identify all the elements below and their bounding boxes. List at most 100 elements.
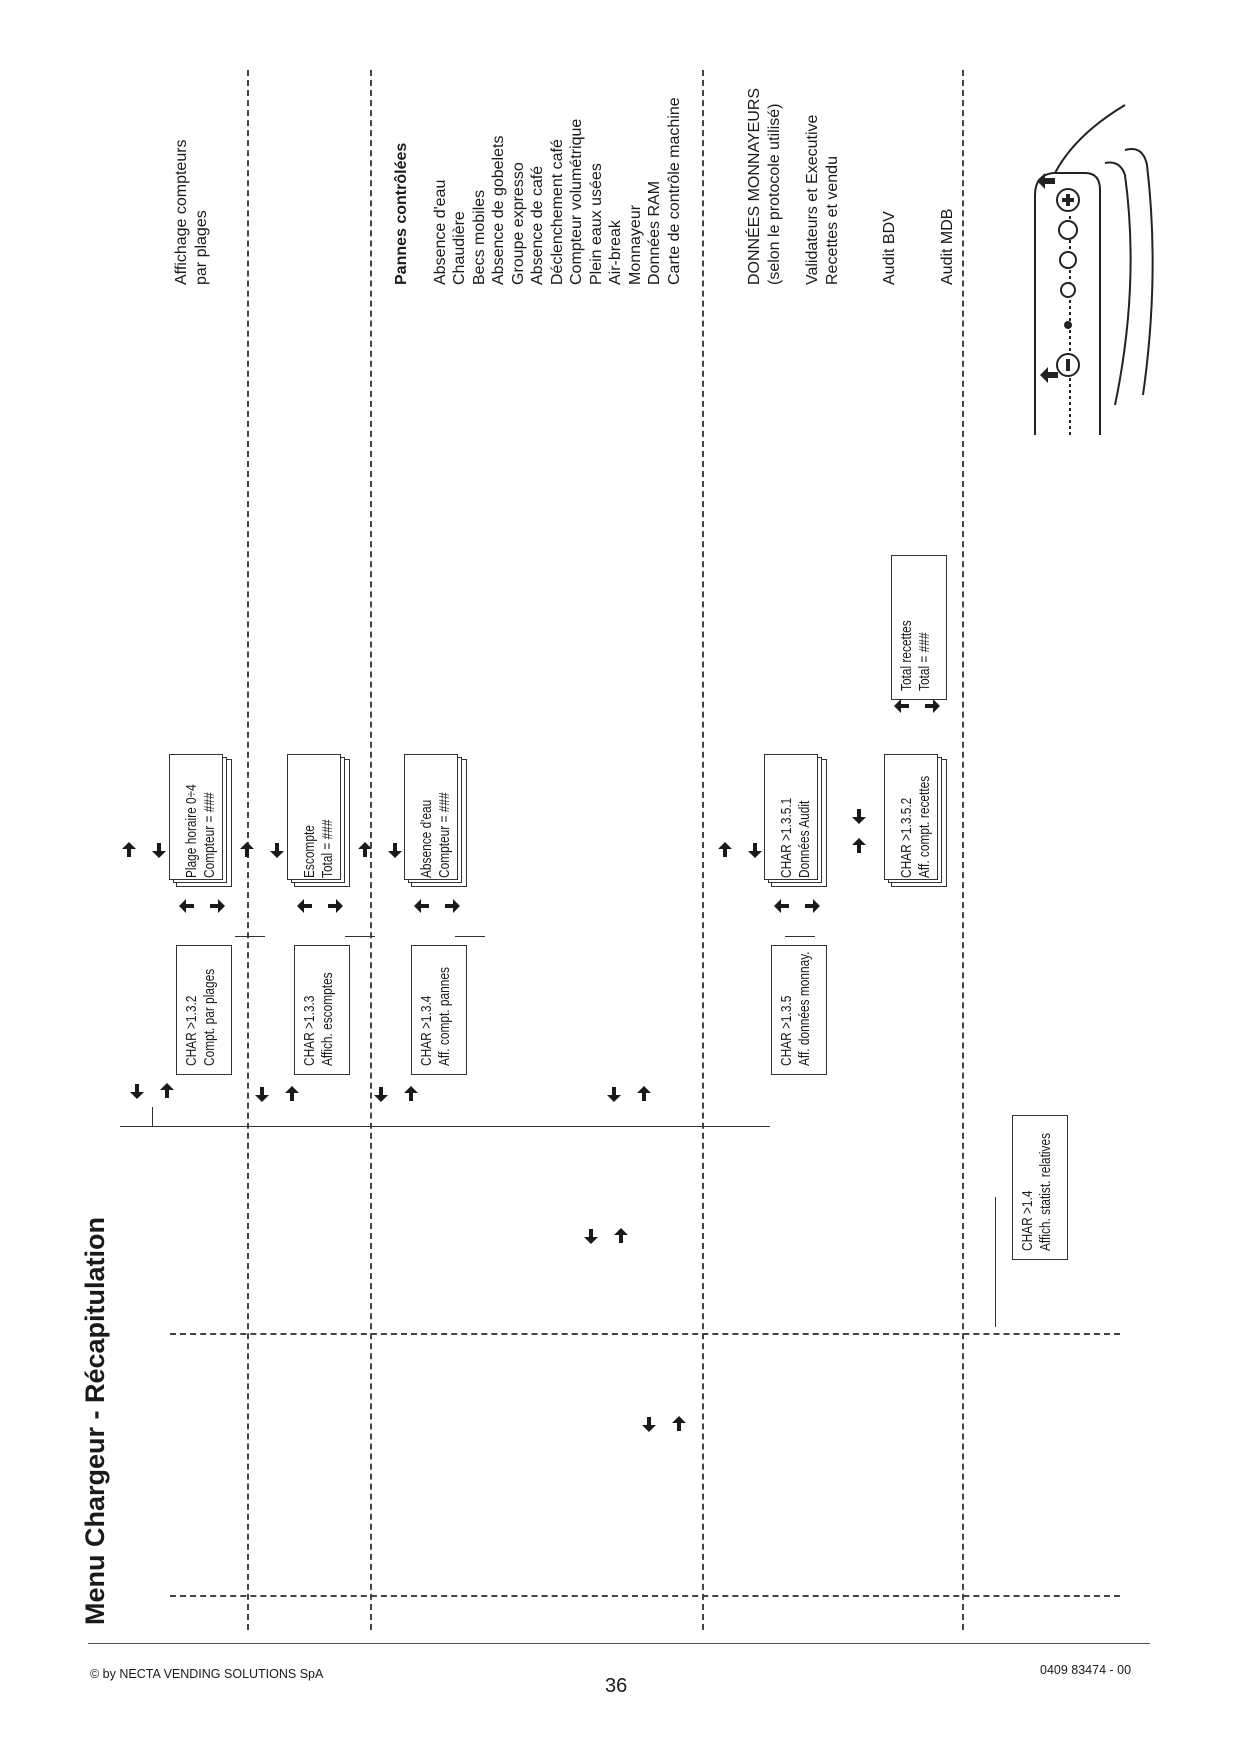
notes-section-plages: Affichage compteurs par plages — [172, 139, 211, 285]
note-line: Absence de café — [529, 165, 546, 285]
note-line: Carte de contrôle machine — [665, 97, 683, 285]
note-line: Affichage compteurs — [173, 139, 190, 285]
note-line: (selon le protocole utilisé) — [765, 103, 783, 285]
menu-box-line: Données Audit — [797, 800, 813, 878]
page-number: 36 — [605, 1675, 628, 1697]
left-arrow-icon — [640, 1415, 658, 1433]
menu-box-line: Compt. par plages — [202, 968, 218, 1066]
note-line: Absence de gobelets — [490, 135, 507, 285]
menu-box-char-1-3-4[interactable]: CHAR >1.3.4 Aff. compt. pannes — [411, 945, 467, 1075]
right-arrow-icon — [402, 1085, 420, 1103]
menu-connector — [152, 1107, 153, 1127]
footer-rule — [88, 1643, 1150, 1644]
down-arrow-icon — [923, 697, 941, 715]
enter-arrow-icon — [178, 897, 196, 915]
footer-copyright: © by NECTA VENDING SOLUTIONS SpA — [90, 1667, 324, 1681]
right-arrow-icon — [850, 837, 868, 855]
menu-box-line: Aff. compt. pannes — [437, 967, 453, 1066]
menu-box-line: CHAR >1.4 — [1020, 1190, 1036, 1251]
note-line: Audit BDV — [881, 211, 898, 285]
menu-box-absence-eau[interactable]: Absence d'eau Compteur = ### — [411, 759, 467, 887]
menu-box-line: Escompte — [302, 825, 318, 878]
menu-box-line: Total = ### — [320, 819, 336, 878]
menu-box-line: CHAR >1.3.4 — [419, 995, 435, 1066]
down-arrow-icon — [326, 897, 344, 915]
note-line: Groupe expresso — [509, 162, 527, 285]
enter-arrow-icon — [413, 897, 431, 915]
note-line: Validateurs et Executive — [804, 114, 821, 285]
child-connector — [785, 936, 815, 937]
menu-box-char-1-3-2[interactable]: CHAR >1.3.2 Compt. par plages — [176, 945, 232, 1075]
menu-box-line: Affich. statist. relatives — [1038, 1132, 1054, 1251]
right-arrow-icon — [716, 841, 734, 859]
right-arrow-icon — [158, 1082, 176, 1100]
menu-box-char-1-4[interactable]: CHAR >1.4 Affich. statist. relatives — [1012, 1115, 1068, 1260]
enter-arrow-icon — [296, 897, 314, 915]
menu-box-line: Total = ### — [917, 632, 933, 691]
menu-box-line: CHAR >1.3.2 — [184, 995, 200, 1066]
menu-box-char-1-3-5[interactable]: CHAR >1.3.5 Aff. données monnay. — [771, 945, 827, 1075]
keypad-hand-icon — [975, 55, 1165, 435]
note-line: Air-break — [607, 220, 624, 285]
left-arrow-icon — [582, 1227, 600, 1245]
notes-header: Pannes contrôlées — [393, 142, 410, 285]
note-line: Chaudière — [451, 211, 468, 285]
menu-connector — [120, 1126, 770, 1127]
note-line: DONNÉES MONNAYEURS — [746, 87, 763, 285]
menu-box-line: Affich. escomptes — [320, 972, 336, 1066]
right-arrow-icon — [612, 1227, 630, 1245]
left-arrow-icon — [268, 841, 286, 859]
menu-box-line: Compteur = ### — [202, 792, 218, 878]
note-line: Données RAM — [646, 180, 663, 285]
menu-box-line: Plage horaire 0÷4 — [184, 784, 200, 878]
note-line: Monnayeur — [626, 204, 644, 285]
right-arrow-icon — [356, 841, 374, 859]
child-connector — [345, 936, 375, 937]
menu-box-char-1-3-5-1[interactable]: CHAR >1.3.5.1 Données Audit — [771, 759, 827, 887]
menu-box-line: Absence d'eau — [419, 799, 435, 878]
menu-box-escompte[interactable]: Escompte Total = ### — [294, 759, 350, 887]
note-line: Audit MDB — [938, 208, 956, 285]
footer-doc-code: 0409 83474 - 00 — [1040, 1663, 1132, 1677]
notes-section-monnayeurs: DONNÉES MONNAYEURS (selon le protocole u… — [745, 88, 957, 285]
right-arrow-icon — [670, 1415, 688, 1433]
column-separator — [170, 1333, 1120, 1335]
menu-box-plage-horaire[interactable]: Plage horaire 0÷4 Compteur = ### — [176, 759, 232, 887]
child-connector — [455, 936, 485, 937]
right-arrow-icon — [238, 841, 256, 859]
down-arrow-icon — [208, 897, 226, 915]
note-line: Compteur volumétrique — [568, 118, 585, 285]
left-arrow-icon — [128, 1082, 146, 1100]
menu-box-line: CHAR >1.3.5.1 — [779, 797, 795, 878]
right-arrow-icon — [635, 1085, 653, 1103]
row-separator — [702, 70, 704, 1630]
menu-box-line: CHAR >1.3.5 — [779, 995, 795, 1066]
note-line: Recettes et vendu — [823, 156, 841, 285]
menu-box-line: Aff. données monnay. — [797, 951, 813, 1066]
menu-box-total-recettes[interactable]: Total recettes Total = ### — [891, 555, 947, 700]
left-arrow-icon — [372, 1085, 390, 1103]
left-arrow-icon — [150, 841, 168, 859]
menu-box-line: CHAR >1.3.5.2 — [899, 797, 915, 878]
menu-box-line: CHAR >1.3.3 — [302, 995, 318, 1066]
column-separator — [170, 1595, 1120, 1597]
note-line: Absence d'eau — [431, 179, 449, 285]
note-line: par plages — [192, 210, 210, 285]
right-arrow-icon — [283, 1085, 301, 1103]
menu-box-char-1-3-5-2[interactable]: CHAR >1.3.5.2 Aff. compt. recettes — [891, 759, 947, 887]
row-separator — [962, 70, 964, 1630]
note-line: Becs mobiles — [470, 189, 488, 285]
right-arrow-icon — [120, 841, 138, 859]
down-arrow-icon — [443, 897, 461, 915]
menu-box-line: Aff. compt. recettes — [917, 775, 933, 878]
child-connector — [235, 936, 265, 937]
menu-box-line: Compteur = ### — [437, 792, 453, 878]
enter-arrow-icon — [893, 697, 911, 715]
menu-box-line: Total recettes — [899, 620, 915, 691]
left-arrow-icon — [253, 1085, 271, 1103]
enter-arrow-icon — [773, 897, 791, 915]
left-arrow-icon — [850, 807, 868, 825]
note-line: Plein eaux usées — [587, 163, 605, 285]
menu-box-char-1-3-3[interactable]: CHAR >1.3.3 Affich. escomptes — [294, 945, 350, 1075]
